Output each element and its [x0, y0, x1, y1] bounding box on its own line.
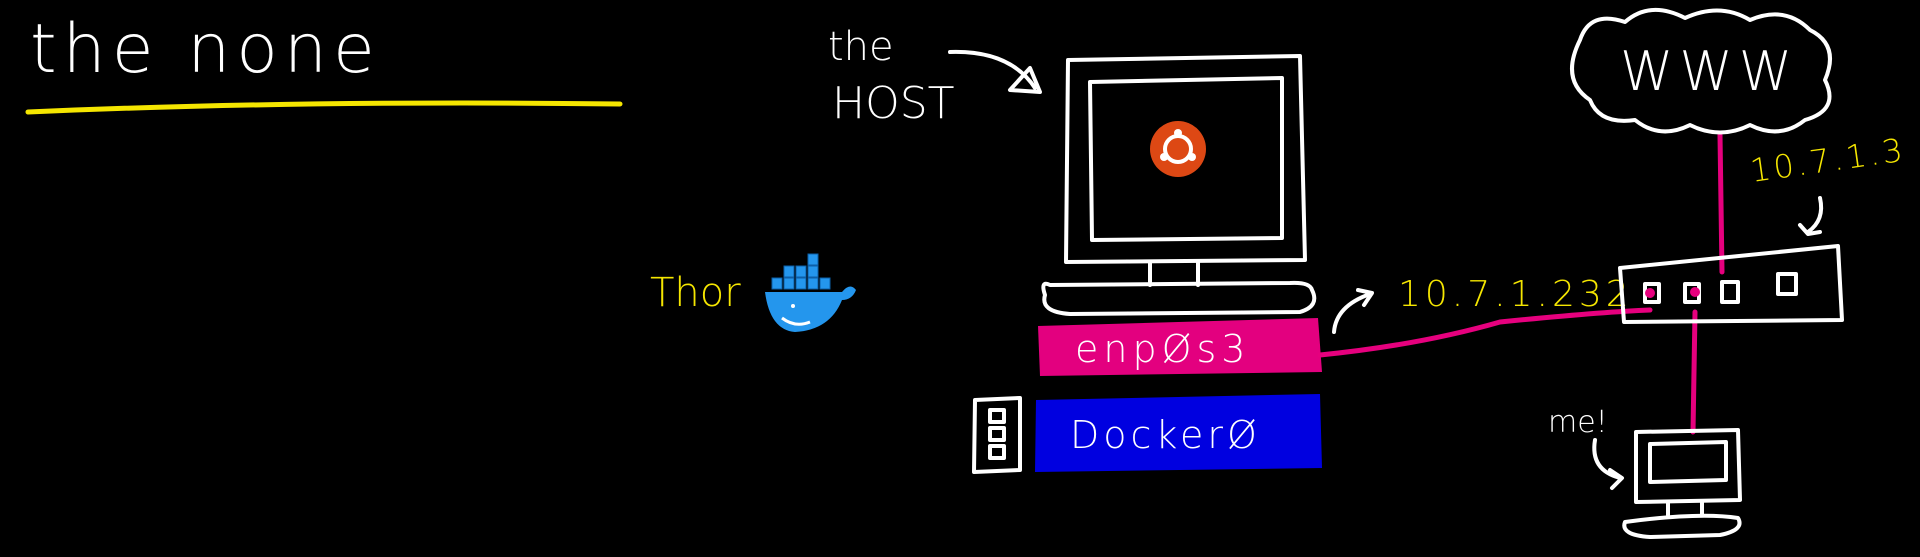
enp-bar	[1038, 318, 1322, 376]
router-icon	[1618, 244, 1844, 324]
title-underline	[25, 100, 623, 115]
me-label: me!	[1548, 405, 1608, 440]
host-arrow-icon	[948, 49, 1042, 94]
docker-bar	[1035, 394, 1322, 472]
server-rack-icon	[972, 396, 1022, 474]
host-label-line2: HOST	[832, 78, 955, 129]
cable-router-www	[1717, 132, 1725, 275]
me-arrow-icon	[1592, 438, 1624, 490]
cable-router-me	[1690, 309, 1698, 435]
internet-label: WWW	[1620, 40, 1798, 103]
host-label-line1: the	[828, 24, 894, 70]
enp-label: enpØs3	[1075, 327, 1250, 371]
ubuntu-logo-icon	[1150, 121, 1206, 177]
router-arrow-icon	[1798, 196, 1824, 236]
cloud-icon: WWW	[1570, 7, 1832, 135]
container-name-label: Thor	[650, 270, 741, 316]
docker-label: DockerØ	[1070, 413, 1261, 457]
docker-whale-icon	[765, 253, 856, 332]
host-ip-label: 10.7.1.232	[1398, 274, 1633, 315]
host-monitor	[1041, 54, 1317, 316]
desktop-computer-icon	[1622, 428, 1742, 539]
host-ip-arrow-icon	[1332, 288, 1374, 334]
title: the none	[30, 10, 381, 89]
cable-host-router	[1317, 307, 1653, 358]
